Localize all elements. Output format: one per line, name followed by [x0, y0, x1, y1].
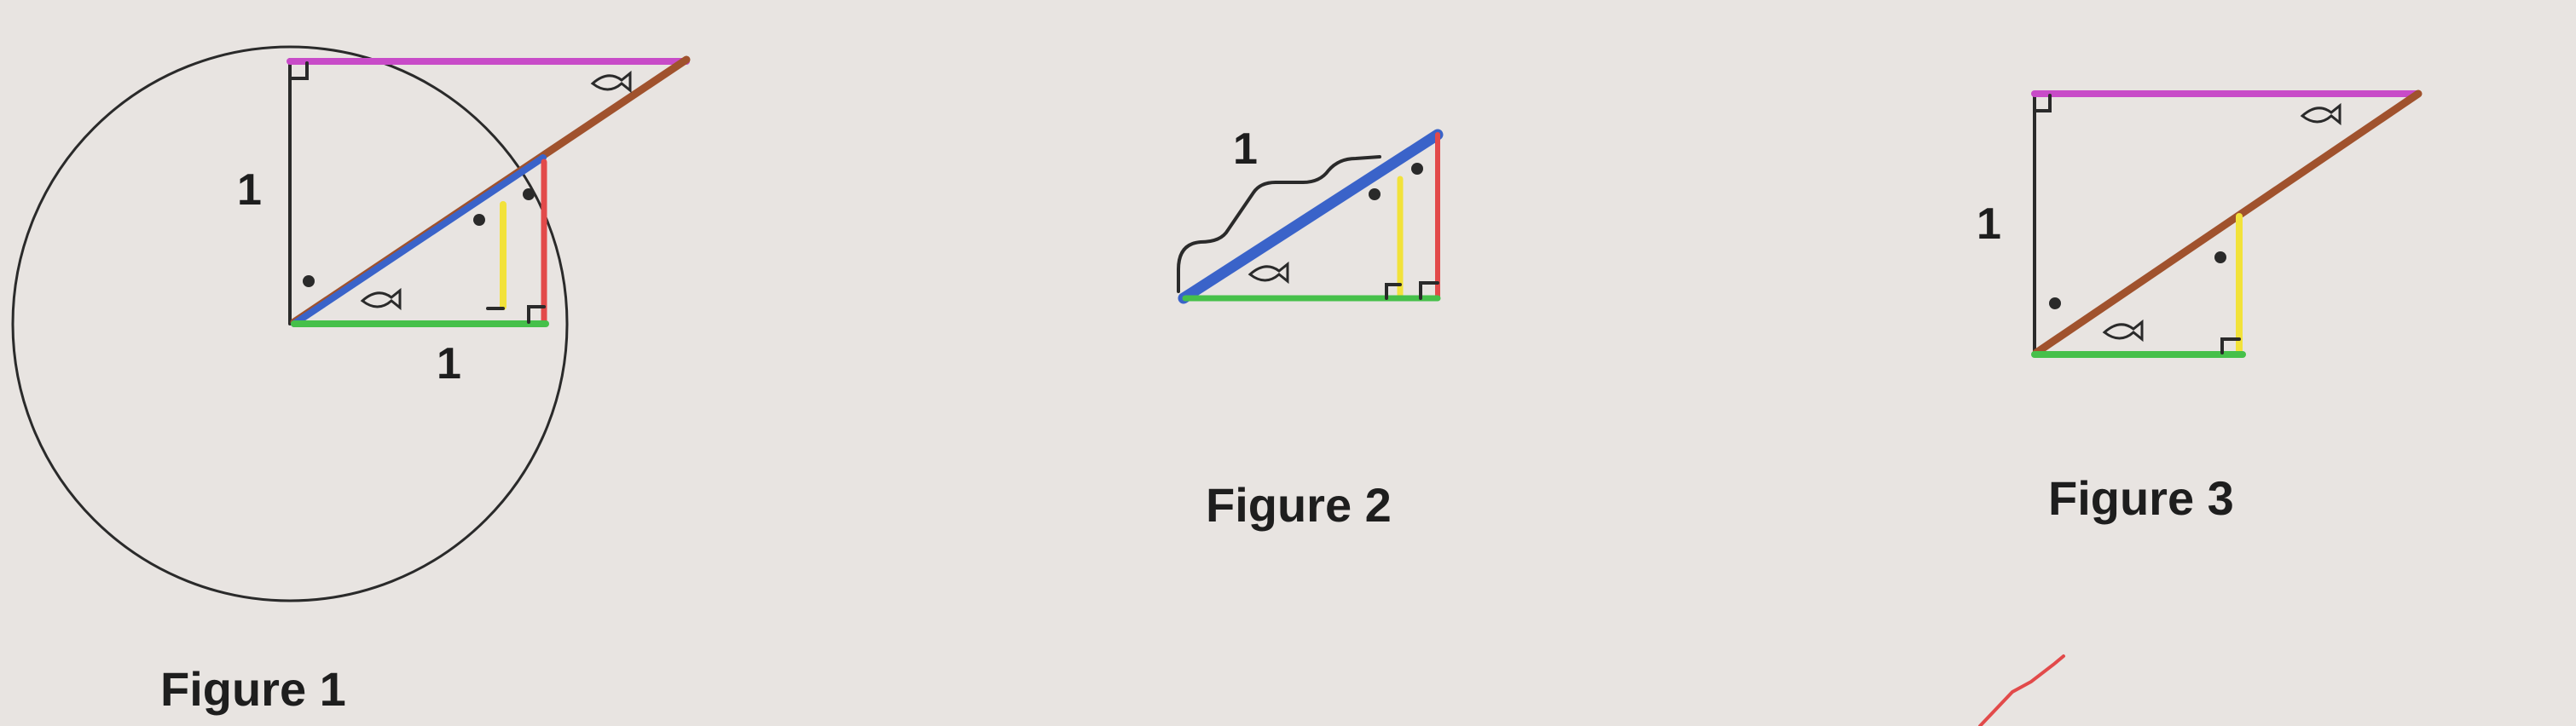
angle-dot-1: [2049, 297, 2061, 309]
fish-angle-icon: [1247, 261, 1289, 285]
fish-angle-icon: [2102, 319, 2144, 343]
right-angle-marker-outer: [527, 305, 546, 324]
curly-brace: [1177, 155, 1381, 293]
angle-dot-2: [473, 214, 485, 226]
angle-dot-1: [1369, 188, 1381, 200]
figure-1-caption: Figure 1: [160, 662, 346, 716]
radius-line: [291, 154, 547, 327]
angle-dot-2: [2214, 251, 2226, 263]
right-angle-marker-inner: [1385, 283, 1402, 300]
vertical-side-label: 1: [1977, 199, 2001, 249]
fish-angle-icon: [360, 287, 402, 311]
hypotenuse: [2032, 89, 2423, 357]
angle-dot-3: [523, 188, 535, 200]
angle-dot-2: [1411, 163, 1423, 175]
hypotenuse: [1178, 129, 1444, 304]
right-angle-marker-top: [288, 61, 309, 80]
stray-pen-mark: [1978, 654, 2065, 726]
fish-angle-icon: [2300, 102, 2342, 126]
right-angle-marker-top: [2033, 94, 2052, 112]
fish-angle-icon: [590, 70, 632, 94]
figure-2-caption: Figure 2: [1206, 478, 1392, 532]
right-angle-marker-inner: [2220, 337, 2241, 354]
figure-2: 1 Figure 2: [1177, 124, 1444, 532]
horizontal-side-label: 1: [437, 339, 461, 389]
unit-circle: [11, 45, 569, 602]
figure-3: 1 Figure 3: [1977, 89, 2423, 525]
hypotenuse-label: 1: [1233, 124, 1258, 174]
right-angle-marker-outer: [1419, 281, 1439, 300]
vertical-side-label: 1: [237, 165, 262, 215]
figure-1: 1 1 Figure 1: [11, 45, 691, 716]
figure-3-caption: Figure 3: [2048, 471, 2234, 525]
angle-dot-1: [303, 275, 315, 287]
